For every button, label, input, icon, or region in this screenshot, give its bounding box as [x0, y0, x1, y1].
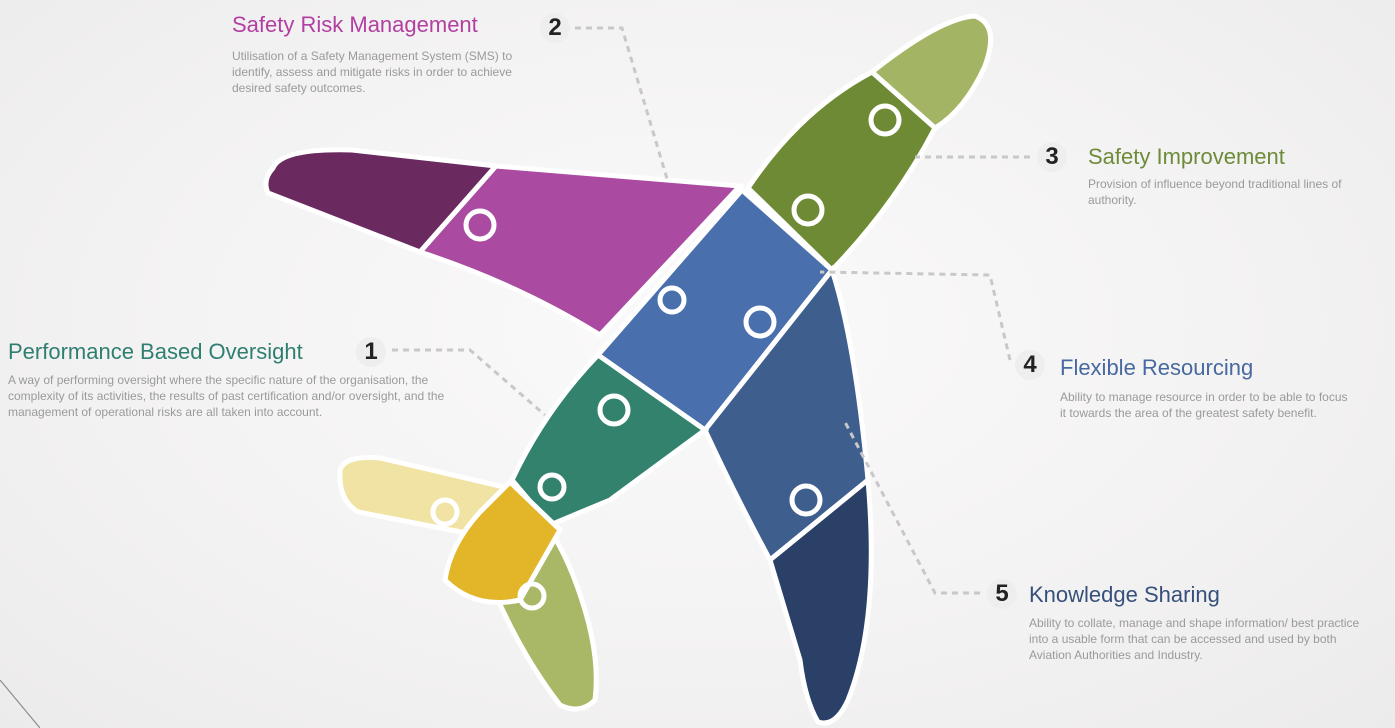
callout-description: Ability to manage resource in order to b… [1060, 390, 1348, 420]
knob [791, 193, 825, 227]
leader-line-1 [392, 348, 546, 417]
callout-number: 3 [1037, 142, 1067, 172]
knob [743, 305, 777, 339]
callout-title: Safety Improvement [1088, 144, 1285, 169]
puzzle-knobs [430, 103, 902, 611]
callout-title: Safety Risk Management [232, 12, 478, 37]
knob [537, 472, 567, 502]
wing-left-root-piece [415, 163, 746, 339]
callout-number: 2 [540, 13, 570, 43]
leader-line-2 [575, 26, 670, 183]
callout-number: 1 [356, 337, 386, 367]
leader-line-5 [843, 421, 980, 595]
knob [597, 393, 631, 427]
knob [463, 208, 497, 242]
callout-title: Performance Based Oversight [8, 339, 303, 364]
fuselage-nose-piece [767, 475, 874, 726]
knob [430, 497, 460, 527]
knob [789, 483, 823, 517]
leader-lines [392, 26, 1030, 595]
tail-center-piece [442, 478, 564, 605]
wing-left-tip-piece [263, 147, 502, 255]
knob [657, 285, 687, 315]
leader-line-4 [819, 270, 1012, 361]
callout-number: 5 [987, 579, 1017, 609]
knob [517, 581, 547, 611]
callout-description: Utilisation of a Safety Management Syste… [232, 49, 513, 95]
callout-description: Provision of influence beyond traditiona… [1088, 177, 1342, 207]
corner-decoration [0, 680, 40, 728]
callout-description: A way of performing oversight where the … [8, 373, 445, 419]
callout-description: Ability to collate, manage and shape inf… [1029, 616, 1360, 662]
knob [868, 103, 902, 137]
callout-title: Knowledge Sharing [1029, 582, 1220, 607]
callout-number: 4 [1015, 350, 1045, 380]
callout-title: Flexible Resourcing [1060, 355, 1254, 380]
